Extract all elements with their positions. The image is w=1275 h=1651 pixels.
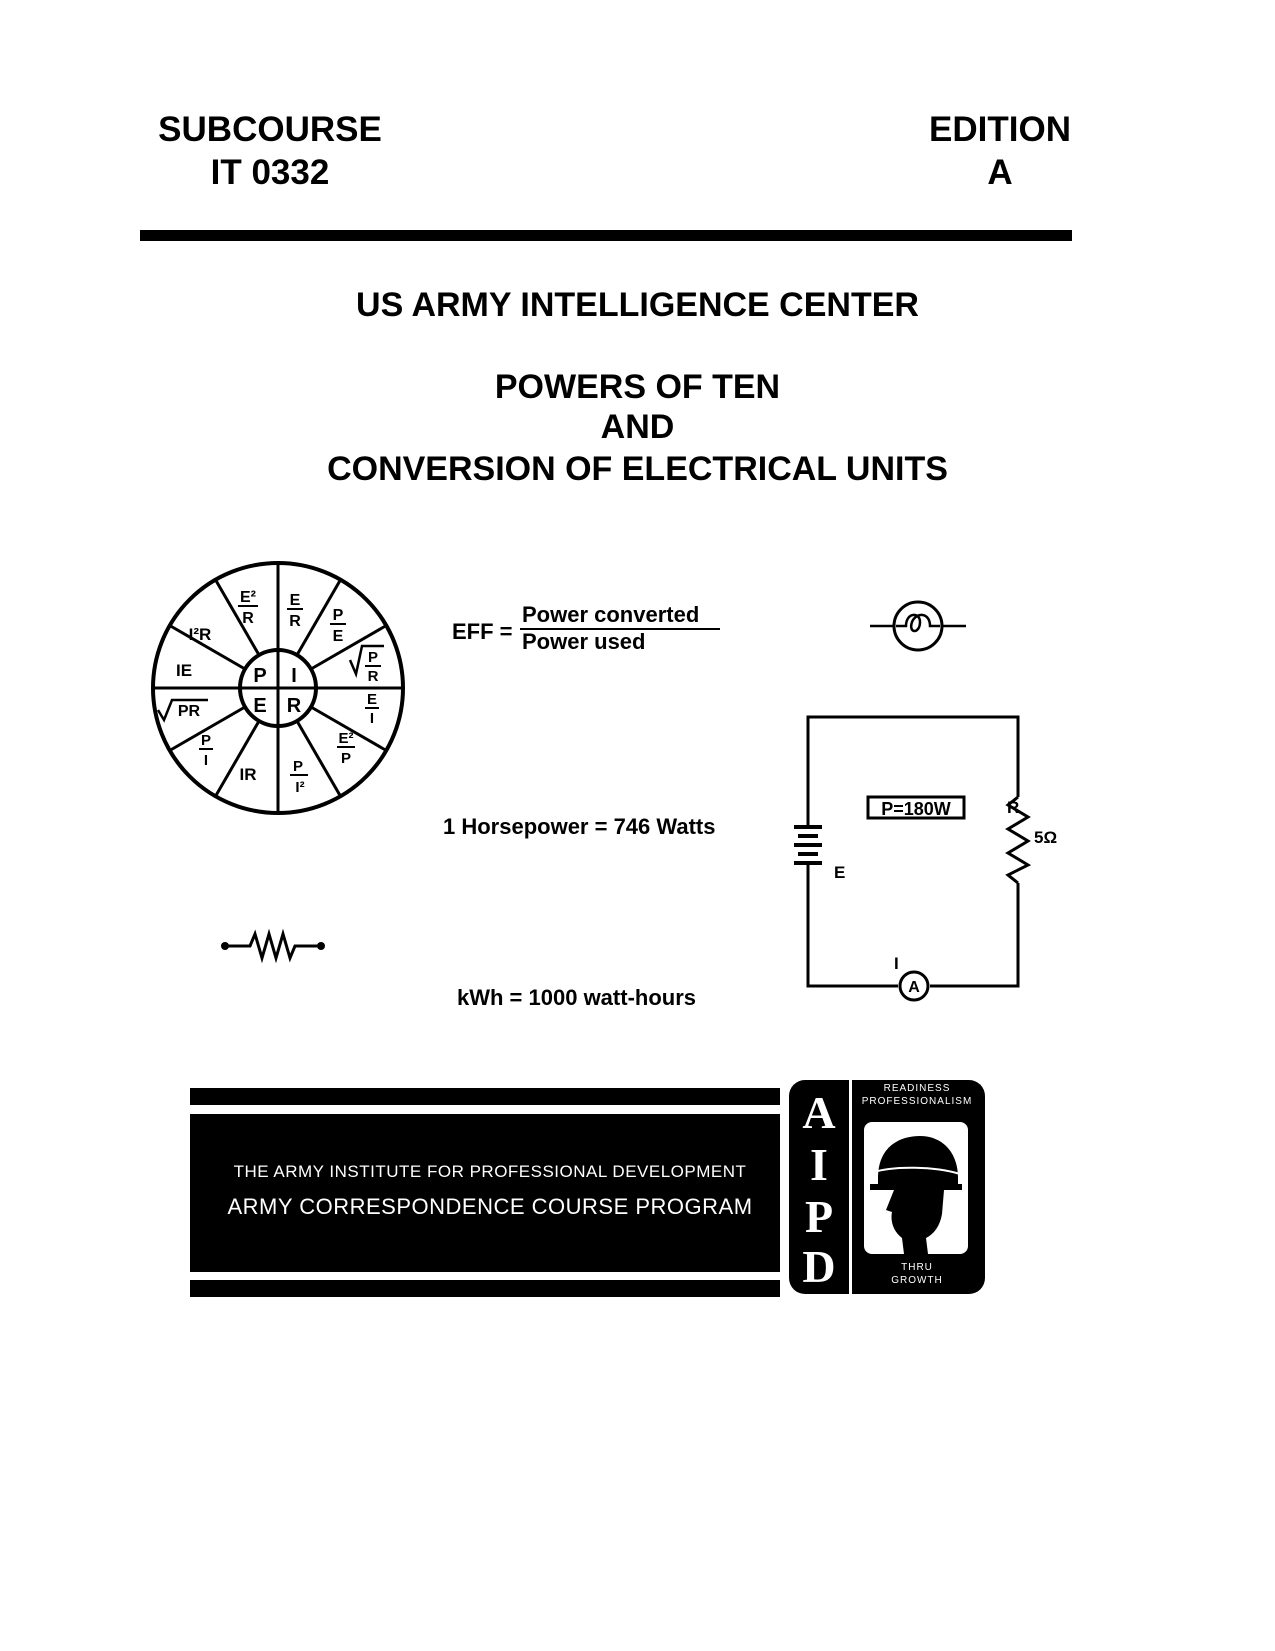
wheel-pi2-num: P bbox=[293, 758, 303, 775]
ohms-law-wheel: P I E R I²R E² R E R P E P R E I E² P P … bbox=[151, 561, 405, 815]
logo-motto-top2: PROFESSIONALISM bbox=[861, 1096, 973, 1107]
wheel-pi-num: P bbox=[201, 732, 211, 749]
title-line1: POWERS OF TEN bbox=[494, 368, 781, 406]
wheel-pi2-den: I² bbox=[295, 779, 304, 796]
edition-label: EDITION A bbox=[900, 108, 1100, 194]
subcourse-label: SUBCOURSE IT 0332 bbox=[130, 108, 410, 194]
logo-letter-p: P bbox=[804, 1191, 834, 1242]
resistor-symbol-icon bbox=[221, 928, 325, 964]
wheel-sqrt-pr: PR bbox=[178, 703, 201, 720]
banner-top-stripe bbox=[190, 1088, 780, 1105]
wheel-pi-den: I bbox=[204, 752, 208, 769]
eff-fraction-bar bbox=[520, 628, 720, 630]
wheel-pe-den: E bbox=[333, 628, 344, 645]
subcourse-line1: SUBCOURSE bbox=[158, 110, 382, 149]
kwh-formula: kWh = 1000 watt-hours bbox=[457, 985, 697, 1010]
wheel-er-den: R bbox=[289, 613, 301, 630]
horsepower-formula: 1 Horsepower = 746 Watts bbox=[443, 814, 716, 839]
wheel-ei-num: E bbox=[367, 691, 377, 708]
resistor-value: 5Ω bbox=[1034, 828, 1057, 847]
organization-name: US ARMY INTELLIGENCE CENTER bbox=[356, 286, 919, 324]
source-label: E bbox=[834, 863, 845, 882]
logo-motto-bottom2: GROWTH bbox=[891, 1275, 943, 1286]
resistor-label: R bbox=[1007, 798, 1019, 817]
soldier-helmet-icon bbox=[870, 1136, 962, 1254]
wheel-center-p: P bbox=[253, 665, 266, 687]
wheel-i2r: I²R bbox=[189, 625, 212, 644]
wheel-pe-num: P bbox=[333, 607, 344, 624]
banner-bottom-stripe bbox=[190, 1280, 780, 1297]
logo-divider bbox=[849, 1080, 852, 1294]
wheel-sqrt-pr-num: P bbox=[368, 649, 378, 666]
wheel-e2p-den: P bbox=[341, 750, 351, 767]
wheel-center-i: I bbox=[291, 665, 297, 687]
logo-letter-i: I bbox=[810, 1139, 828, 1190]
eff-numerator: Power converted bbox=[522, 602, 700, 627]
circuit-diagram: A P=180W R 5Ω E I bbox=[794, 715, 1057, 1002]
logo-motto-bottom1: THRU bbox=[901, 1262, 933, 1273]
banner-program: ARMY CORRESPONDENCE COURSE PROGRAM bbox=[227, 1194, 753, 1219]
wheel-e2p-num: E² bbox=[339, 730, 354, 747]
edition-value: A bbox=[987, 153, 1013, 192]
title-line3: CONVERSION OF ELECTRICAL UNITS bbox=[327, 450, 948, 488]
wheel-e2r-num: E² bbox=[240, 589, 256, 606]
power-box-label: P=180W bbox=[881, 799, 951, 819]
banner-panel bbox=[190, 1114, 780, 1272]
logo-motto-top1: READINESS bbox=[883, 1083, 951, 1094]
wheel-e2r-den: R bbox=[242, 610, 254, 627]
ammeter-label: A bbox=[908, 979, 920, 996]
current-label: I bbox=[894, 954, 899, 973]
header-divider bbox=[140, 230, 1072, 241]
logo-letter-d: D bbox=[802, 1241, 836, 1292]
wheel-sqrt-pr-den: R bbox=[368, 668, 379, 685]
title-line2: AND bbox=[600, 408, 675, 446]
wheel-ie: IE bbox=[176, 661, 192, 680]
eff-label: EFF = bbox=[452, 619, 513, 644]
banner-institute: THE ARMY INSTITUTE FOR PROFESSIONAL DEVE… bbox=[233, 1162, 747, 1181]
logo-letter-a: A bbox=[802, 1087, 836, 1138]
wheel-er-num: E bbox=[290, 592, 301, 609]
wheel-ei-den: I bbox=[370, 710, 374, 727]
subcourse-number: IT 0332 bbox=[210, 153, 330, 192]
wheel-center-e: E bbox=[253, 695, 266, 717]
wheel-center-r: R bbox=[287, 695, 302, 717]
wheel-ir: IR bbox=[240, 765, 257, 784]
eff-denominator: Power used bbox=[522, 629, 646, 654]
edition-line1: EDITION bbox=[929, 110, 1071, 149]
lamp-symbol-icon bbox=[870, 600, 966, 652]
